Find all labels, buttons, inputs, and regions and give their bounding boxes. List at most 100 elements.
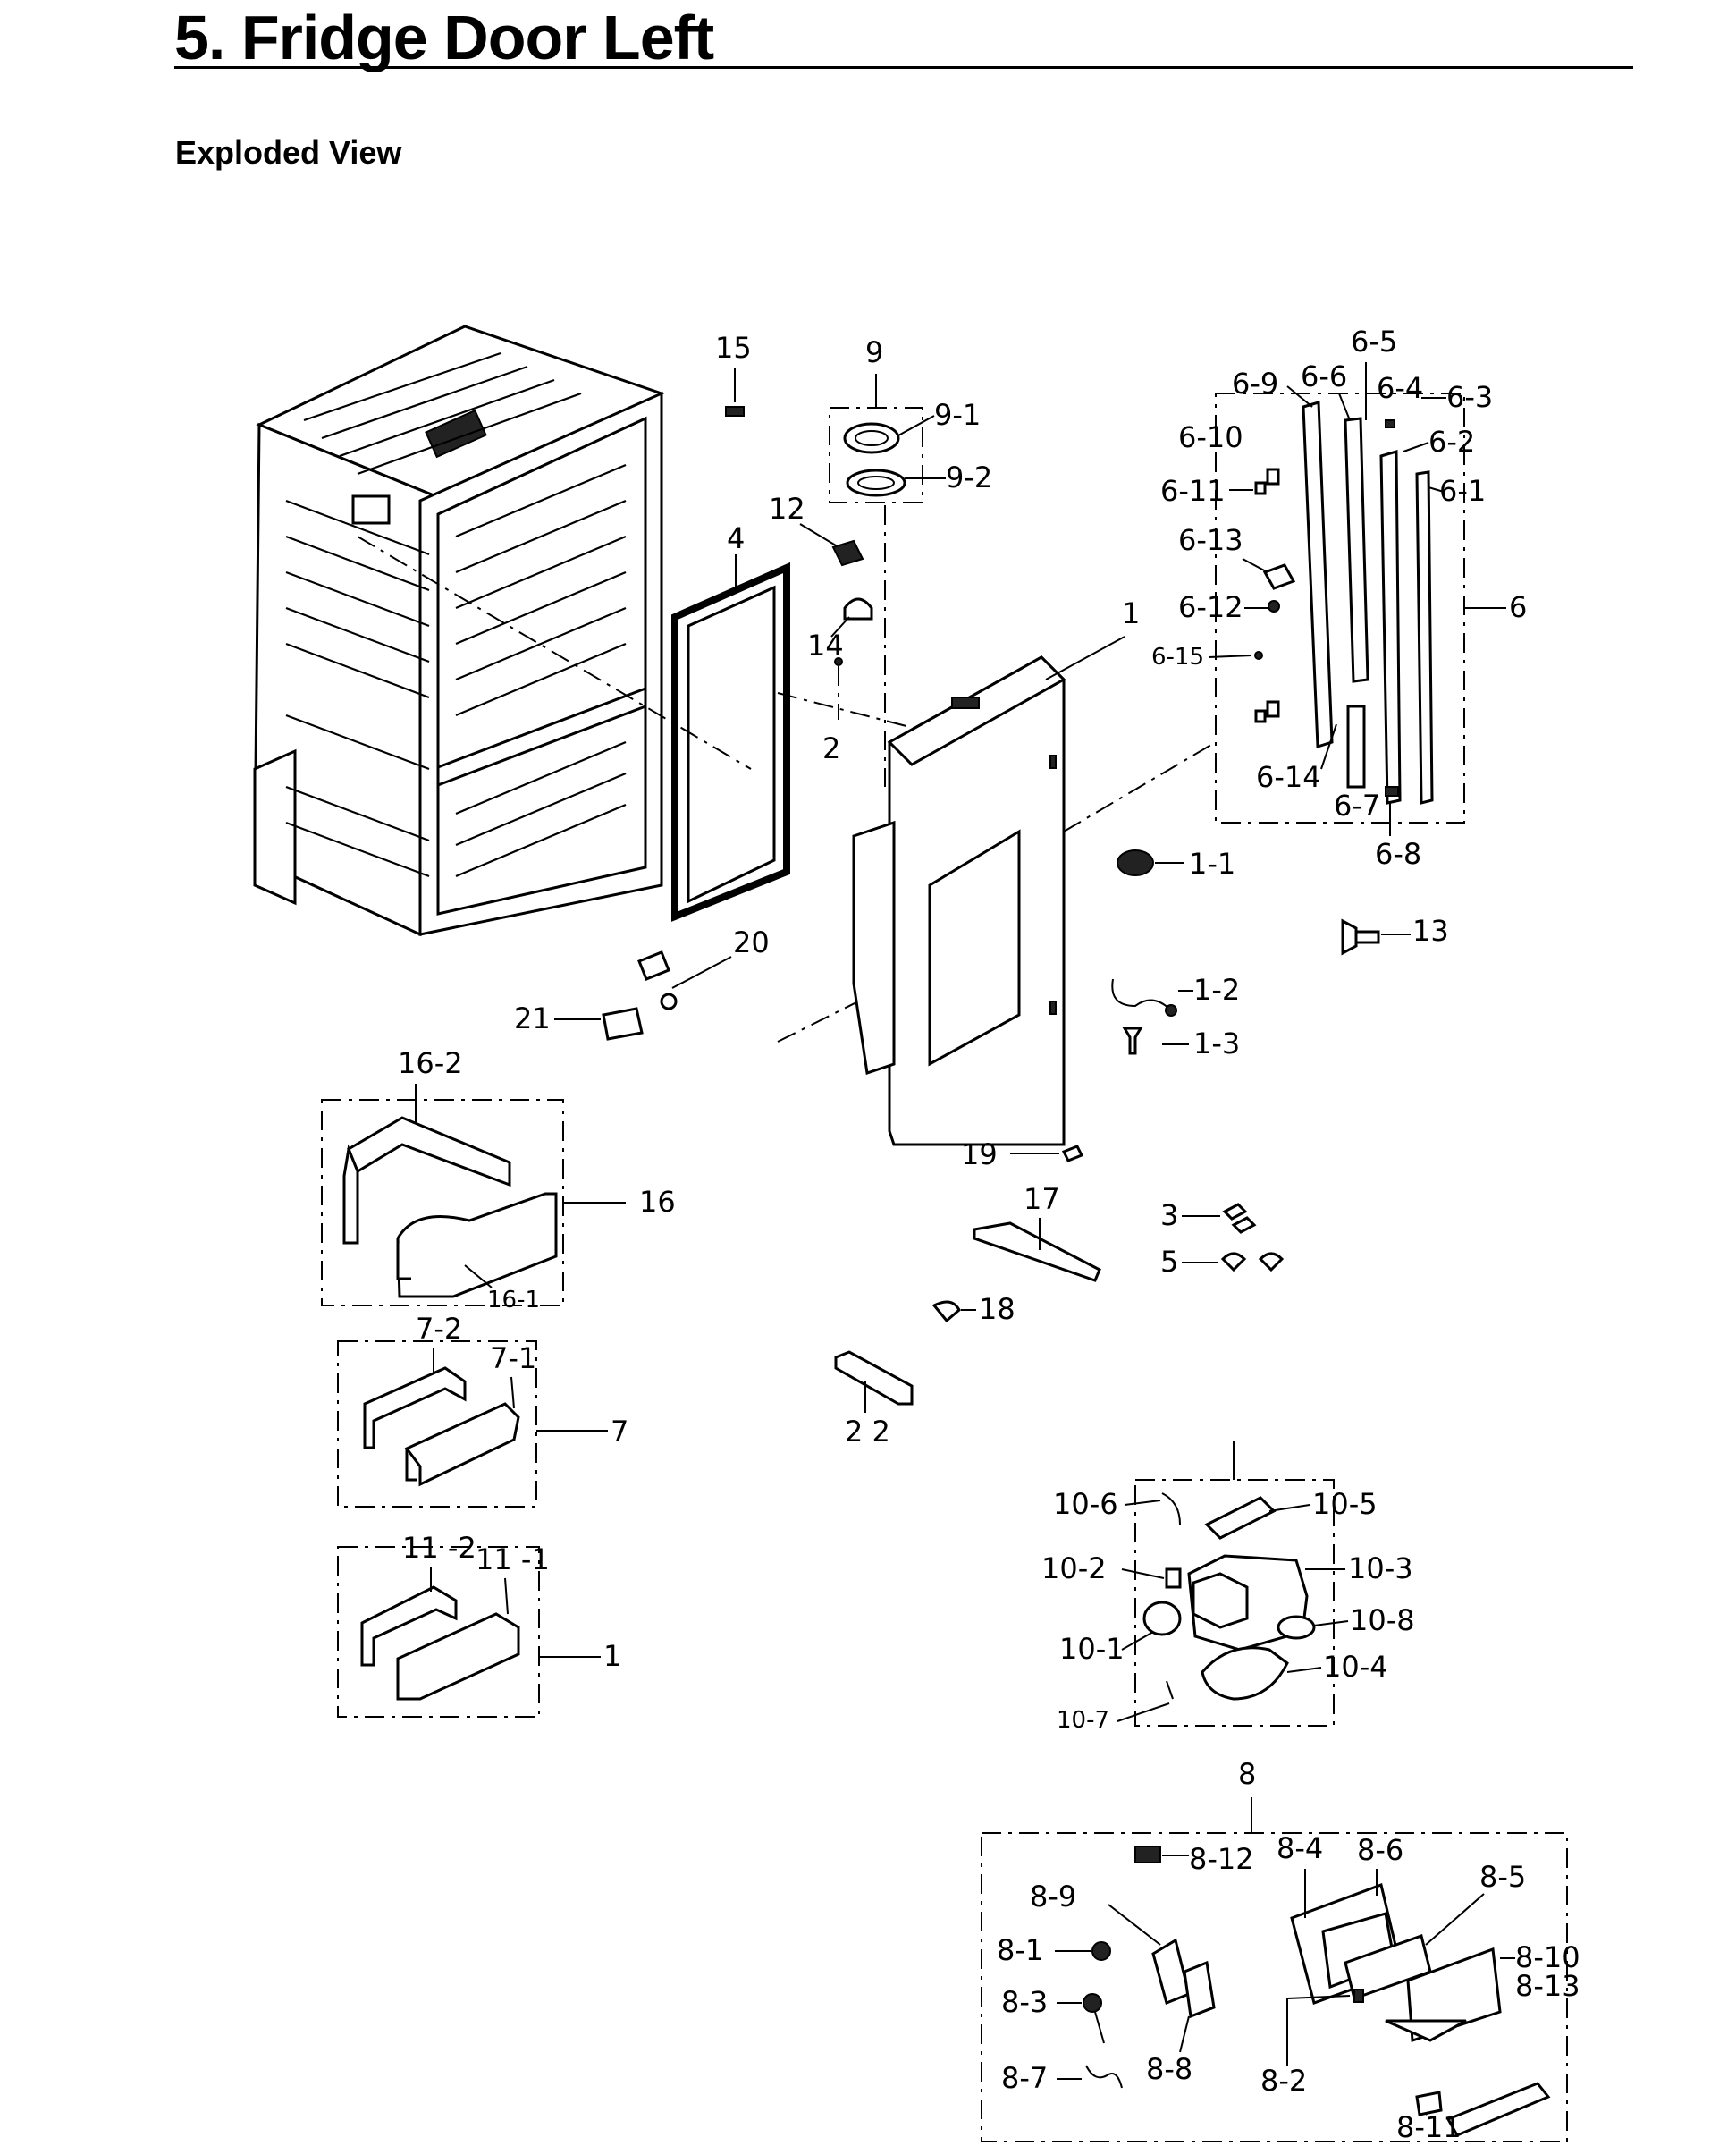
label-8-8: 8-8 [1146,2052,1192,2086]
label-6-10: 6-10 [1178,420,1243,454]
page-title: 5. Fridge Door Left [174,3,714,72]
label-16-1: 16-1 [487,1287,540,1314]
label-5: 5 [1160,1245,1178,1279]
label-6-1: 6-1 [1439,474,1486,508]
part-19-shape [1061,1145,1084,1162]
door-bin-assembly-11 [337,1546,540,1718]
label-6-6: 6-6 [1301,359,1347,393]
label-10-3: 10-3 [1348,1551,1413,1585]
door-gasket [671,562,790,922]
label-6-12: 6-12 [1178,590,1243,624]
label-22: 2 2 [845,1415,890,1449]
label-6-8: 6-8 [1375,837,1421,871]
label-10-7: 10-7 [1057,1707,1109,1734]
label-11-1: 11 -1 [476,1542,550,1576]
part-1-2-connector [1165,1004,1177,1017]
label-16: 16 [639,1185,676,1219]
label-6-2: 6-2 [1428,425,1475,459]
label-15: 15 [715,331,752,365]
label-6-13: 6-13 [1178,523,1243,557]
part-1-3-shape [1122,1027,1143,1055]
label-8-1: 8-1 [997,1933,1043,1967]
part-12-shape [831,539,864,567]
part-14-shape [843,597,873,621]
label-8-12: 8-12 [1189,1842,1254,1876]
door-bin-assembly-7 [337,1340,537,1508]
part-1-1-shape [1117,849,1154,876]
label-8-9: 8-9 [1030,1880,1076,1914]
label-9-1: 9-1 [934,398,981,432]
part-17-shape [973,1221,1101,1282]
label-18: 18 [979,1292,1015,1326]
label-10-5: 10-5 [1312,1487,1378,1521]
label-9: 9 [865,335,883,369]
label-6: 6 [1509,590,1527,624]
part-5-shape [1220,1252,1285,1272]
label-6-3: 6-3 [1446,380,1493,414]
part-18-shape [931,1300,961,1323]
door-hinge-assembly-6 [1215,393,1465,824]
label-8-7: 8-7 [1001,2061,1048,2095]
label-10-6: 10-6 [1053,1487,1118,1521]
part-20-nozzle [660,993,678,1010]
label-10-2: 10-2 [1041,1551,1107,1585]
part-13-shape [1341,918,1380,956]
part-1-2-wire [1111,978,1172,1011]
label-8-10: 8-10 [1515,1940,1580,1974]
label-10-1: 10-1 [1059,1632,1125,1666]
part-15-shape [725,406,745,417]
label-7: 7 [611,1415,628,1449]
label-16-2: 16-2 [398,1046,463,1080]
fridge-door [852,655,1066,1146]
label-6-9: 6-9 [1232,367,1278,401]
label-7-2: 7-2 [416,1312,462,1346]
label-21: 21 [514,1001,551,1035]
title-underline [174,66,1633,69]
dispenser-assembly-8 [981,1797,1568,2142]
label-13: 13 [1412,914,1449,948]
label-17: 17 [1024,1182,1060,1216]
section-subtitle: Exploded View [175,134,402,171]
label-8-5: 8-5 [1479,1860,1526,1894]
label-8-13: 8-13 [1515,1969,1580,2003]
label-4: 4 [727,521,745,555]
label-3: 3 [1160,1198,1178,1232]
label-19: 19 [961,1137,998,1171]
label-10-8: 10-8 [1350,1603,1415,1637]
part-20-shape [637,950,670,981]
label-8-4: 8-4 [1277,1831,1323,1865]
label-1-3: 1-3 [1193,1027,1240,1060]
label-8-2: 8-2 [1260,2064,1307,2098]
label-8-6: 8-6 [1357,1833,1403,1867]
label-12: 12 [769,492,805,526]
label-2: 2 [822,731,840,765]
label-8: 8 [1238,1757,1256,1791]
door-bin-assembly-16 [321,1099,564,1306]
part-22-shape [834,1350,914,1406]
part-2-screw [834,657,843,666]
label-6-7: 6-7 [1334,789,1380,823]
label-6-14: 6-14 [1256,760,1321,794]
label-1: 1 [1122,596,1140,630]
refrigerator-cabinet [253,325,665,937]
label-11-2: 11 -2 [402,1531,476,1565]
part-3-shape [1222,1203,1257,1234]
label-20: 20 [733,925,770,959]
label-10-4: 10-4 [1323,1650,1388,1684]
label-14: 14 [807,629,844,663]
label-6-5: 6-5 [1351,325,1397,359]
label-6-4: 6-4 [1377,371,1423,405]
label-8-11: 8-11 [1396,2110,1462,2144]
label-6-15: 6-15 [1151,644,1204,671]
part-21-shape [602,1007,644,1041]
label-1-2: 1-2 [1193,973,1240,1007]
label-6-11: 6-11 [1160,474,1226,508]
ice-maker-assembly-10 [1134,1441,1335,1727]
label-11: 1 [603,1639,621,1673]
cap-assembly-9 [829,407,923,503]
label-8-3: 8-3 [1001,1985,1048,2019]
label-7-1: 7-1 [490,1341,536,1375]
label-9-2: 9-2 [946,460,992,494]
label-1-1: 1-1 [1189,847,1235,881]
